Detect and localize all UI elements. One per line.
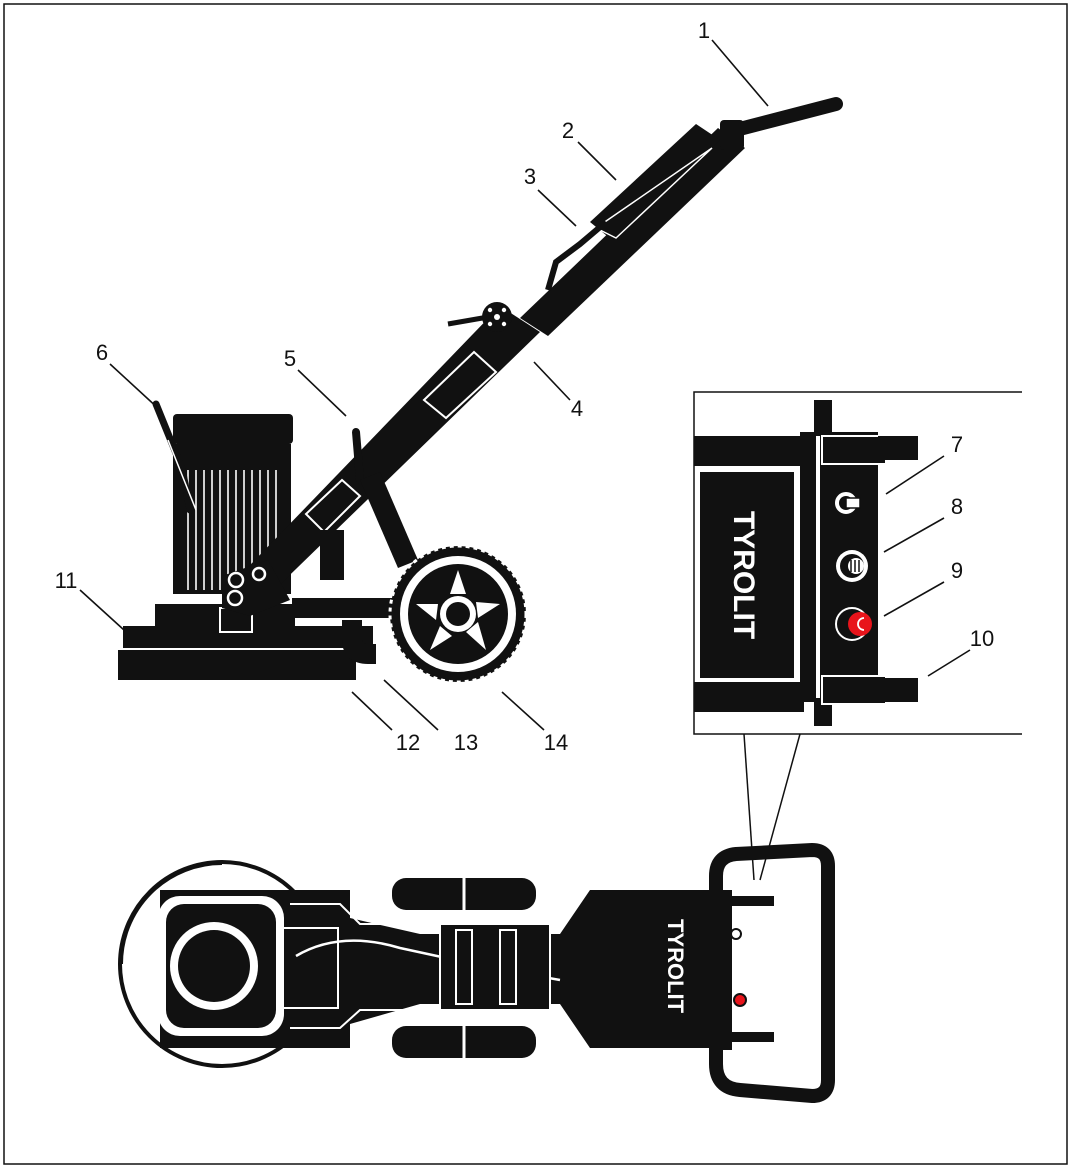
callout-3: 3: [524, 164, 536, 189]
brand-logo-top: TYROLIT: [663, 919, 688, 1014]
dust-pipe: [292, 598, 392, 618]
handle-bar: [709, 842, 835, 1104]
emergency-stop-icon: [848, 612, 872, 636]
callout-leaders: [79, 39, 971, 731]
callout-14: 14: [544, 730, 568, 755]
wheel-strut: [360, 472, 418, 568]
handle-stop: [352, 428, 364, 484]
wheel-hub: [446, 602, 470, 626]
callout-5: 5: [284, 346, 296, 371]
callout-6: 6: [96, 340, 108, 365]
brand-logo: TYROLIT: [727, 511, 760, 639]
side-view: [118, 97, 843, 684]
callout-13: 13: [454, 730, 478, 755]
callout-8: 8: [951, 494, 963, 519]
lift-handle: [152, 400, 194, 514]
base-plate: [123, 626, 373, 648]
emergency-stop-top-icon: [733, 993, 747, 1007]
callout-labels: 1 2 3 4 5 6 7 8 9 10 11 12 13 14: [55, 18, 995, 755]
tube-clamp-1: [422, 350, 498, 420]
callout-12: 12: [396, 730, 420, 755]
pilot-light-top-icon: [730, 928, 742, 940]
callout-9: 9: [951, 558, 963, 583]
callout-7: 7: [951, 432, 963, 457]
control-panel-inset: TYROLIT: [693, 391, 1022, 881]
dust-elbow: [342, 620, 376, 664]
bracket-arm-bottom: [878, 678, 918, 702]
top-grip: [721, 97, 843, 139]
callout-2: 2: [562, 118, 574, 143]
bracket-arm-top: [878, 436, 918, 460]
motor-cap: [173, 414, 293, 444]
top-view: TYROLIT: [118, 842, 835, 1104]
trigger-lever: [545, 219, 608, 291]
grinding-head: [118, 650, 356, 680]
callout-11: 11: [55, 568, 78, 593]
tube-clamp-2: [304, 478, 362, 534]
logo-panel: [700, 472, 794, 678]
callout-4: 4: [571, 396, 583, 421]
motor-fan-cover: [178, 930, 250, 1002]
callout-10: 10: [970, 626, 994, 651]
handle-tube-upper: [520, 128, 745, 336]
figure-frame: [3, 3, 1068, 1165]
control-box: [590, 124, 720, 240]
callout-1: 1: [698, 18, 710, 43]
side-bracket: [320, 530, 344, 580]
inset-frame: [693, 391, 1022, 735]
